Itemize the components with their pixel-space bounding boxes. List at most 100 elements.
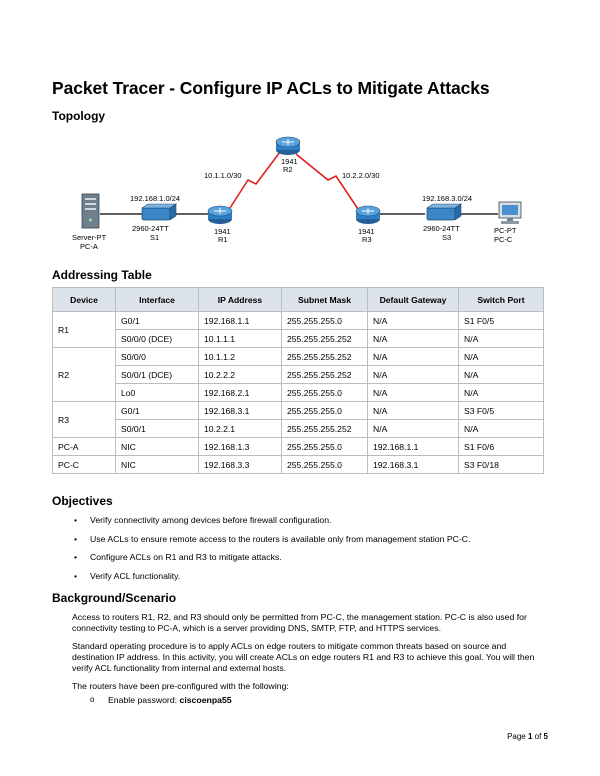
page-footer: Page 1 of 5 [507, 732, 548, 741]
enable-password-value: ciscoenpa55 [179, 695, 232, 705]
section-heading-background: Background/Scenario [52, 591, 177, 605]
sub-bullet-marker: o [90, 695, 95, 704]
table-cell: 255.255.255.252 [281, 419, 368, 438]
table-row: R1 G0/1 192.168.1.1 255.255.255.0 N/A S1… [52, 311, 544, 348]
sub-item-text: Enable password: ciscoenpa55 [108, 695, 232, 705]
objective-text: Use ACLs to ensure remote access to the … [90, 533, 471, 544]
table-cell: 255.255.255.0 [281, 437, 368, 456]
lan3-network-label: 192.168.3.0/24 [422, 194, 472, 203]
serial-link-r2-r3 [295, 153, 361, 213]
device-cell: R2 [52, 347, 116, 402]
total-page-count: 5 [543, 732, 548, 741]
table-cell: N/A [367, 383, 459, 402]
table-header: Switch Port [458, 287, 544, 312]
r2-model-label: 1941 [281, 157, 298, 166]
wan2-network-label: 10.2.2.0/30 [342, 171, 380, 180]
device-cell: R1 [52, 311, 116, 348]
r1-model-label: 1941 [214, 227, 231, 236]
objectives-list: • Verify connectivity among devices befor… [74, 515, 471, 589]
table-row: S0/0/1 (DCE) 10.2.2.2 255.255.255.252 N/… [53, 365, 544, 384]
table-cell: 192.168.1.1 [198, 311, 282, 330]
table-cell: 255.255.255.0 [281, 383, 368, 402]
table-row: S0/0/0 (DCE) 10.1.1.1 255.255.255.252 N/… [53, 329, 544, 348]
device-cell: R3 [52, 401, 116, 438]
bullet-marker: • [74, 570, 78, 581]
table-cell: S3 F0/18 [458, 455, 544, 474]
table-cell: 255.255.255.252 [281, 347, 368, 366]
table-header: Default Gateway [367, 287, 459, 312]
pcc-model-label: PC-PT [494, 226, 517, 235]
footer-separator: of [532, 732, 544, 741]
objective-text: Verify ACL functionality. [90, 570, 181, 581]
current-page-number: 1 [527, 732, 533, 741]
objective-text: Configure ACLs on R1 and R3 to mitigate … [90, 552, 282, 563]
server-icon [81, 193, 100, 229]
table-cell: S0/0/0 (DCE) [115, 329, 199, 348]
table-row: PC-C NIC 192.168.3.3 255.255.255.0 192.1… [52, 455, 544, 474]
table-cell: N/A [458, 365, 544, 384]
background-paragraph: Standard operating procedure is to apply… [72, 641, 535, 674]
table-cell: 255.255.255.0 [281, 401, 368, 420]
addressing-table: Device Interface IP Address Subnet Mask … [52, 287, 544, 474]
table-cell: G0/1 [115, 311, 199, 330]
serial-link-r1-r2 [229, 151, 281, 209]
sub-item-label: Enable password: [108, 695, 180, 705]
objective-text: Verify connectivity among devices before… [90, 515, 332, 525]
r3-model-label: 1941 [358, 227, 375, 236]
table-cell: 10.2.2.1 [198, 419, 282, 438]
pcc-device-label: PC-C [494, 235, 513, 244]
router-r1-icon [207, 205, 233, 224]
s1-model-label: 2960-24TT [132, 224, 169, 233]
lan1-network-label: 192.168.1.0/24 [130, 194, 180, 203]
bullet-marker: • [74, 552, 78, 563]
list-item: •Use ACLs to ensure remote access to the… [74, 534, 471, 553]
switch-s1-icon [141, 203, 177, 221]
table-cell: 192.168.2.1 [198, 383, 282, 402]
wan1-network-label: 10.1.1.0/30 [204, 171, 242, 180]
table-cell: 192.168.1.3 [198, 437, 282, 456]
table-cell: S0/0/1 [115, 419, 199, 438]
bullet-marker: • [74, 515, 78, 525]
server-device-label: PC-A [80, 242, 98, 251]
table-cell: 192.168.3.1 [367, 455, 459, 474]
background-paragraph: The routers have been pre-configured wit… [72, 681, 289, 691]
table-cell: S3 F0/5 [458, 401, 544, 420]
table-header-row: Device Interface IP Address Subnet Mask … [52, 287, 544, 312]
table-header: Device [52, 287, 116, 312]
s3-model-label: 2960-24TT [423, 224, 460, 233]
device-cell: PC-A [52, 437, 116, 456]
table-cell: 192.168.1.1 [367, 437, 459, 456]
s3-device-label: S3 [442, 233, 451, 242]
r1-device-label: R1 [218, 235, 228, 244]
section-heading-addressing-table: Addressing Table [52, 268, 152, 282]
table-cell: N/A [367, 401, 459, 420]
list-item: • Verify connectivity among devices befor… [74, 515, 471, 534]
table-header: Interface [115, 287, 199, 312]
device-cell: PC-C [52, 455, 116, 474]
router-r2-icon [275, 136, 301, 155]
list-item: • Verify ACL functionality. [74, 571, 471, 590]
table-cell: G0/1 [115, 401, 199, 420]
table-cell: N/A [367, 347, 459, 366]
table-cell: 10.1.1.2 [198, 347, 282, 366]
table-cell: N/A [367, 365, 459, 384]
table-cell: S0/0/0 [115, 347, 199, 366]
table-row: R2 S0/0/0 10.1.1.2 255.255.255.252 N/A N… [52, 347, 544, 402]
topology-diagram: Server-PT PC-A 192.168.1.0/24 2960-24TT … [72, 136, 522, 251]
table-cell: 255.255.255.252 [281, 329, 368, 348]
table-cell: S1 F0/6 [458, 437, 544, 456]
table-cell: 255.255.255.252 [281, 365, 368, 384]
table-header: IP Address [198, 287, 282, 312]
list-item: • Configure ACLs on R1 and R3 to mitigate… [74, 552, 471, 571]
section-heading-topology: Topology [52, 109, 106, 123]
router-r3-icon [355, 205, 381, 224]
section-heading-objectives: Objectives [52, 494, 113, 508]
table-cell: N/A [367, 311, 459, 330]
page-title: Packet Tracer - Configure IP ACLs to Mit… [52, 78, 490, 98]
pc-icon [498, 201, 522, 224]
footer-prefix: Page [507, 732, 528, 741]
table-cell: S0/0/1 (DCE) [115, 365, 199, 384]
table-cell: NIC [115, 455, 199, 474]
table-cell: N/A [458, 329, 544, 348]
r3-device-label: R3 [362, 235, 372, 244]
